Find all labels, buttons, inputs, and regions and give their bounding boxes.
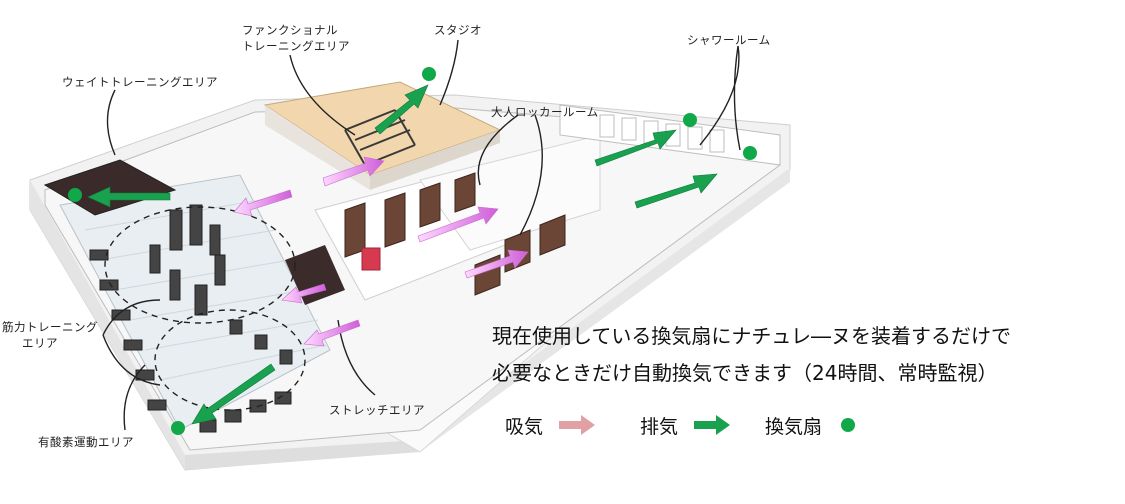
- legend-exhaust-label: 排気: [640, 415, 679, 438]
- fan-dot-3: [683, 113, 697, 127]
- label-stretch-area: ストレッチエリア: [329, 403, 425, 417]
- intake-arrow-1: [322, 156, 385, 187]
- legend-exhaust: 排気: [640, 410, 734, 440]
- exhaust-arrows: [87, 84, 718, 425]
- label-adult-locker-room: 大人ロッカールーム: [491, 105, 599, 119]
- intake-arrow-5: [281, 283, 327, 304]
- fan-dot-5: [171, 421, 185, 435]
- stretch-mat: [285, 245, 345, 305]
- label-shower-room: シャワールーム: [687, 33, 771, 47]
- exhaust-arrow-icon: [694, 415, 731, 435]
- intake-arrow-3: [417, 206, 499, 243]
- fan-dot-2: [422, 67, 436, 81]
- exhaust-arrow-1: [87, 186, 171, 208]
- legend-intake: 吸気: [505, 410, 599, 440]
- legend-fan: 換気扇: [765, 410, 864, 440]
- leader-lines: [102, 39, 741, 431]
- exhaust-arrow-5: [191, 363, 276, 425]
- label-weight-training: ウェイトトレーニングエリア: [62, 75, 218, 89]
- legend-intake-label: 吸気: [505, 415, 544, 438]
- gym-machines: [89, 204, 293, 433]
- intake-arrow-6: [303, 319, 361, 347]
- exhaust-arrow-4: [634, 173, 718, 209]
- label-strength-line1: 筋力トレーニング: [2, 320, 98, 334]
- caption-line2: 必要なときだけ自動換気できます（24時間、常時監視）: [492, 361, 998, 385]
- exhaust-arrow-2: [374, 84, 429, 135]
- zone-dashed-circles: [104, 206, 306, 411]
- exhaust-arrow-3: [594, 129, 677, 167]
- fan-dot-4: [743, 146, 757, 160]
- intake-arrow-2: [233, 189, 293, 217]
- label-strength-line2: エリア: [22, 336, 58, 350]
- caption-line1: 現在使用している換気扇にナチュレ―ヌを装着するだけで: [492, 324, 1011, 348]
- intake-arrows: [233, 156, 529, 347]
- label-functional-training-line2: トレーニングエリア: [242, 39, 350, 53]
- intake-arrow-icon: [559, 415, 596, 435]
- intake-arrow-4: [464, 249, 529, 279]
- legend-fan-label: 換気扇: [765, 415, 823, 438]
- label-aerobic-area: 有酸素運動エリア: [38, 435, 134, 449]
- fan-dot-1: [68, 188, 82, 202]
- fan-dot-icon: [841, 418, 856, 432]
- label-functional-training-line1: ファンクショナル: [242, 23, 338, 37]
- label-studio: スタジオ: [434, 23, 482, 37]
- fan-dots: [68, 67, 757, 435]
